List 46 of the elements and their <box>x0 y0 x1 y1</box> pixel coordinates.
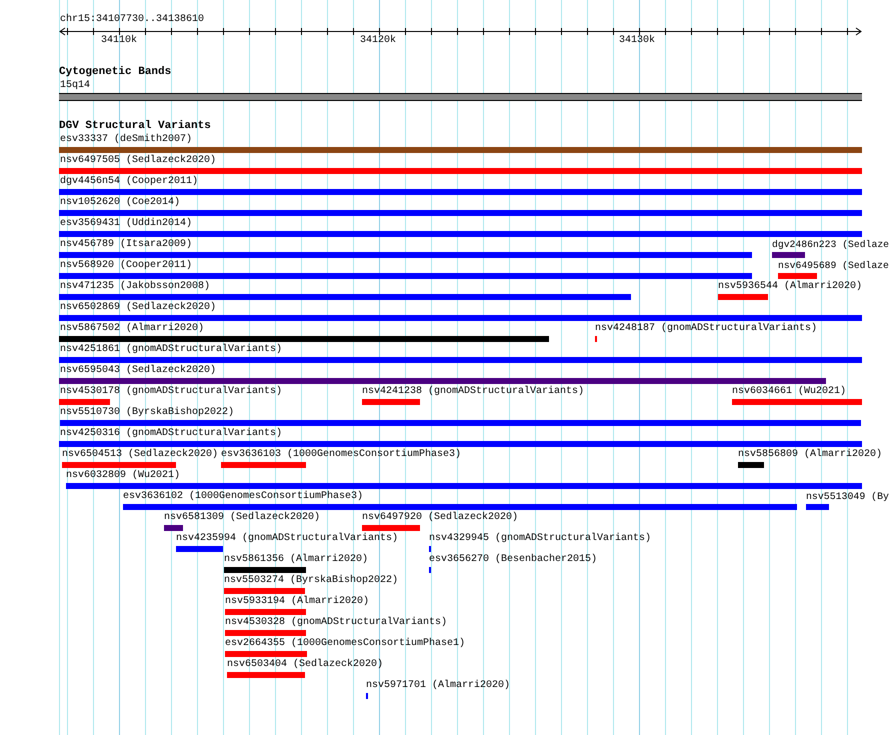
variant-label: nsv4329945 (gnomADStructuralVariants) <box>429 533 652 544</box>
variant-label: nsv6503404 (Sedlazeck2020) <box>227 659 384 670</box>
scale-tick-label: 34110k <box>101 35 138 46</box>
variant-label: esv3636102 (1000GenomesConsortiumPhase3) <box>123 491 364 502</box>
variant-label: esv3569431 (Uddin2014) <box>60 218 192 229</box>
variant-label: nsv6032809 (Wu2021) <box>66 470 180 481</box>
variant-label: nsv4530178 (gnomADStructuralVariants) <box>60 386 282 397</box>
variant-label: nsv5933194 (Almarri2020) <box>225 596 370 607</box>
variant-label: dgv4456n54 (Cooper2011) <box>60 176 198 187</box>
scale-tick-label: 34120k <box>360 35 396 46</box>
variant-label: nsv6502869 (Sedlazeck2020) <box>60 302 216 313</box>
variant-label: nsv5856809 (Almarri2020) <box>738 449 882 460</box>
variant-label: nsv5513049 (By <box>806 491 889 502</box>
variant-label: esv3656270 (Besenbacher2015) <box>429 554 598 565</box>
variant-label: nsv6504513 (Sedlazeck2020) <box>62 449 218 460</box>
variant-label: nsv5861356 (Almarri2020) <box>224 554 368 565</box>
variant-label: nsv568920 (Cooper2011) <box>60 260 192 271</box>
variant-label: nsv1052620 (Coe2014) <box>60 197 180 208</box>
variant-label: nsv4241238 (gnomADStructuralVariants) <box>362 386 584 397</box>
variant-label: nsv4530328 (gnomADStructuralVariants) <box>225 617 448 628</box>
variant-label: nsv5867502 (Almarri2020) <box>60 323 204 334</box>
variant-label: nsv456789 (Itsara2009) <box>60 239 192 250</box>
variant-label: nsv6581309 (Sedlazeck2020) <box>164 512 320 523</box>
variant-label: nsv5510730 (ByrskaBishop2022) <box>60 407 234 418</box>
variant-label: nsv5971701 (Almarri2020) <box>366 680 510 691</box>
variant-label: nsv6497505 (Sedlazeck2020) <box>60 155 216 166</box>
variant-label: esv2664355 (1000GenomesConsortiumPhase1) <box>225 638 466 649</box>
variant-label: esv3636103 (1000GenomesConsortiumPhase3) <box>221 449 462 460</box>
variant-label: nsv6034661 (Wu2021) <box>732 386 846 397</box>
track-title: Cytogenetic Bands <box>59 67 172 78</box>
variant-label: nsv6495689 (Sedlaze <box>778 260 889 271</box>
variant-label: nsv6595043 (Sedlazeck2020) <box>60 365 216 376</box>
variant-label: nsv4250316 (gnomADStructuralVariants) <box>60 428 282 439</box>
variant-label: dgv2486n223 (Sedlaze <box>772 239 890 250</box>
track-title: DGV Structural Variants <box>59 121 211 132</box>
variant-label: nsv5503274 (ByrskaBishop2022) <box>224 575 398 586</box>
variant-label: nsv4251861 (gnomADStructuralVariants) <box>60 344 282 355</box>
variant-label: nsv6497920 (Sedlazeck2020) <box>362 512 518 523</box>
variant-label: esv33337 (deSmith2007) <box>60 134 192 145</box>
variant-label: nsv4235994 (gnomADStructuralVariants) <box>176 533 398 544</box>
coord-label: chr15:34107730..34138610 <box>60 14 204 25</box>
variant-label: nsv5936544 (Almarri2020) <box>718 281 862 292</box>
band-label: 15q14 <box>60 80 90 91</box>
scale-tick-label: 34130k <box>619 35 656 46</box>
variant-label: nsv471235 (Jakobsson2008) <box>60 281 210 292</box>
variant-label: nsv4248187 (gnomADStructuralVariants) <box>595 323 818 334</box>
